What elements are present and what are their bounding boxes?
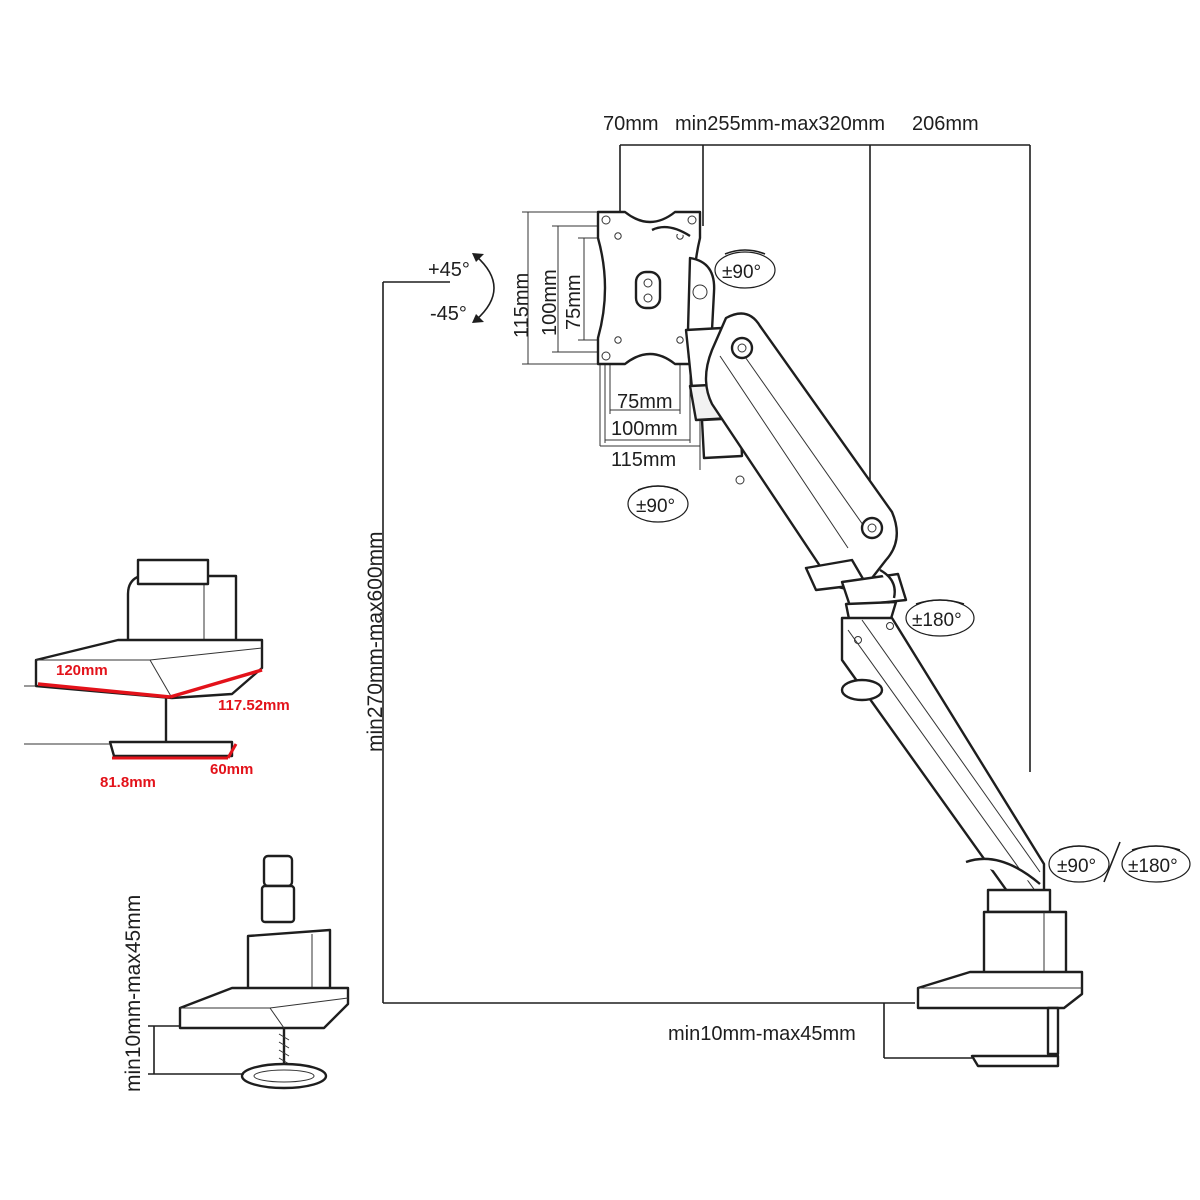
dim-label-206mm: 206mm: [912, 113, 979, 135]
red-measure-60: [226, 743, 238, 759]
vesa-mount-plate: [596, 210, 702, 366]
base-detail: [24, 558, 264, 760]
base-81-label: 81.8mm: [100, 774, 156, 791]
red-measure-120: [37, 682, 171, 699]
vesa-h75-label: 75mm: [617, 391, 673, 413]
rotation-divider: [1103, 841, 1121, 883]
dim-label-70mm: 70mm: [603, 113, 659, 135]
vesa-horizontal-dimensions: [599, 362, 701, 470]
rotation-badge-base-90: [1048, 845, 1110, 883]
right-clamp-dimension: [883, 1003, 972, 1059]
right-clamp-range-label: min10mm-max45mm: [668, 1023, 856, 1045]
rotation-vesa-label: ±90°: [636, 496, 675, 517]
dim-label-height-range: min270mm-max600mm: [364, 531, 387, 752]
left-clamp-range-label: min10mm-max45mm: [122, 895, 145, 1092]
rotation-badge-base-180: [1121, 845, 1191, 883]
vesa-v75-label: 75mm: [563, 274, 585, 330]
height-dimension-lines: [382, 281, 915, 1004]
tilt-plus-label: +45°: [428, 259, 470, 281]
lower-arm: [840, 616, 1046, 906]
vesa-v115-label: 115mm: [511, 273, 533, 338]
clamp-detail: [178, 854, 350, 1090]
red-measure-117: [169, 668, 263, 699]
rotation-badge-vesa: [627, 485, 689, 523]
vesa-h100-label: 100mm: [611, 418, 678, 440]
base-120-label: 120mm: [56, 662, 108, 679]
rotation-top-label: ±90°: [722, 262, 761, 283]
top-dimension-lines: [619, 144, 1031, 772]
rotation-elbow-label: ±180°: [912, 610, 962, 631]
tilt-minus-label: -45°: [430, 303, 467, 325]
rotation-base-180-label: ±180°: [1128, 856, 1178, 877]
base-117-label: 117.52mm: [218, 697, 290, 714]
right-base-clamp: [916, 888, 1084, 1068]
left-clamp-dimension: [148, 1025, 244, 1075]
rotation-base-90-label: ±90°: [1057, 856, 1096, 877]
dim-label-arm-length: min255mm-max320mm: [675, 113, 885, 135]
rotation-badge-elbow: [905, 599, 975, 637]
vesa-vertical-dimensions: [522, 211, 600, 365]
base-60-label: 60mm: [210, 761, 253, 778]
rotation-badge-top: [714, 249, 776, 289]
vesa-v100-label: 100mm: [539, 269, 561, 336]
vesa-h115-label: 115mm: [611, 449, 676, 471]
tilt-indicator: [472, 253, 495, 323]
